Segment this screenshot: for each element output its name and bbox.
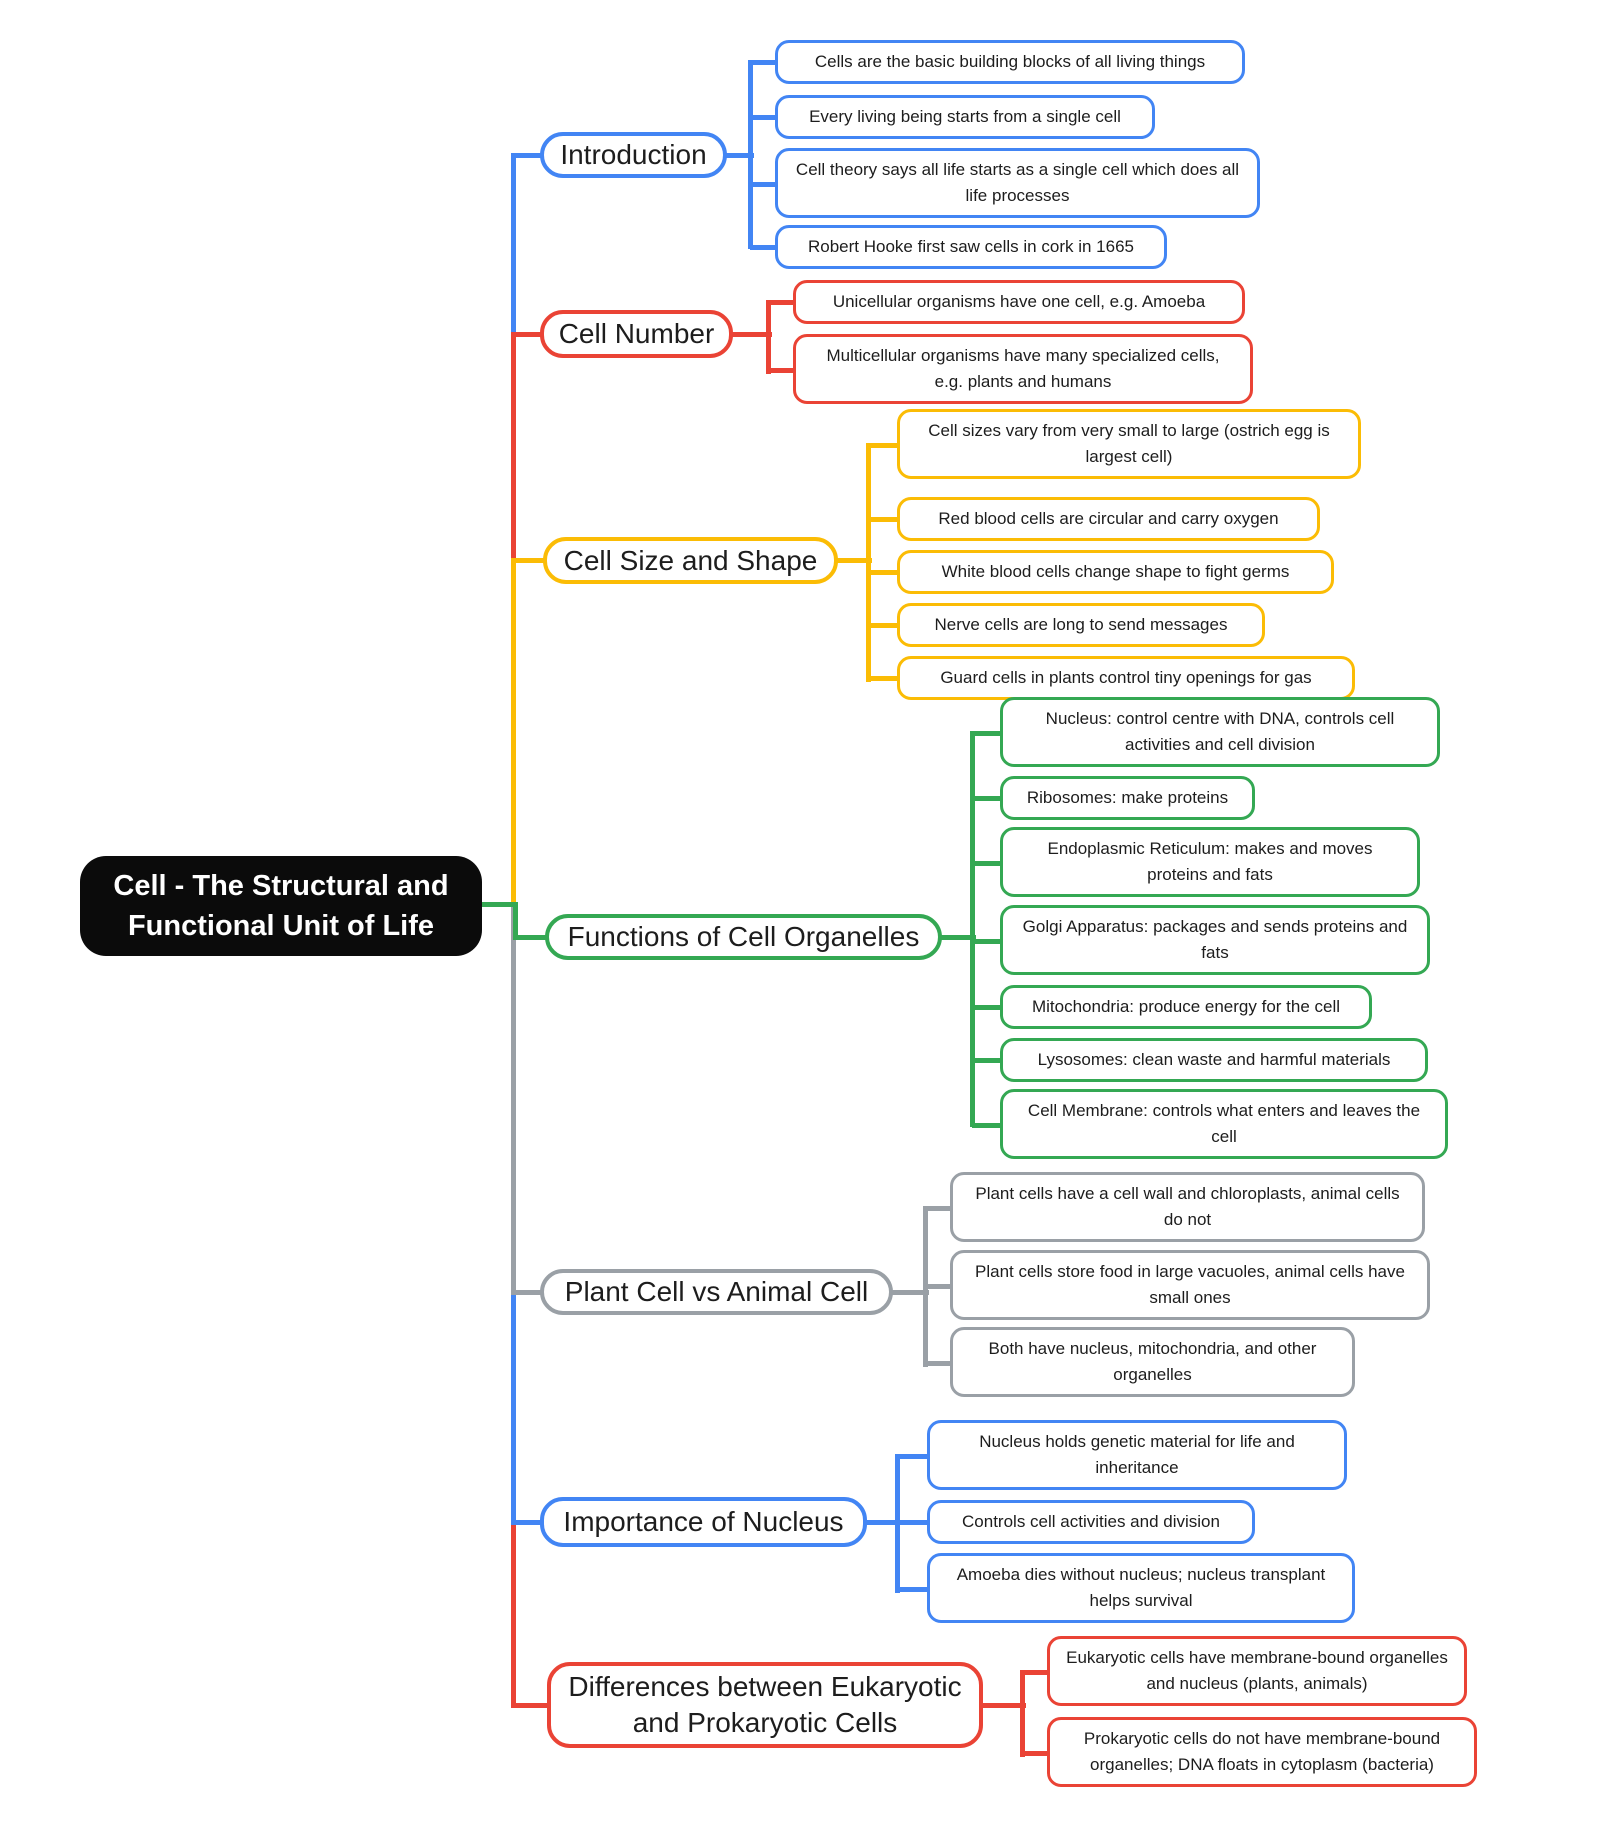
topic-cell-number[interactable]: Cell Number <box>540 310 733 358</box>
child-node[interactable]: White blood cells change shape to fight … <box>897 550 1334 594</box>
child-node[interactable]: Multicellular organisms have many specia… <box>793 334 1253 404</box>
child-stub <box>972 939 1025 944</box>
children-connector <box>766 300 771 374</box>
child-node[interactable]: Robert Hooke first saw cells in cork in … <box>775 225 1167 269</box>
child-stub <box>868 570 922 575</box>
child-node[interactable]: Cells are the basic building blocks of a… <box>775 40 1245 84</box>
child-node[interactable]: Endoplasmic Reticulum: makes and moves p… <box>1000 827 1420 897</box>
child-stub <box>868 517 922 522</box>
child-stub <box>897 1587 952 1592</box>
spine-segment <box>511 904 516 1294</box>
root-node[interactable]: Cell - The Structural and Functional Uni… <box>80 856 482 956</box>
child-node[interactable]: Cell Membrane: controls what enters and … <box>1000 1089 1448 1159</box>
child-stub <box>972 1005 1025 1010</box>
child-node[interactable]: Unicellular organisms have one cell, e.g… <box>793 280 1245 324</box>
child-node[interactable]: Lysosomes: clean waste and harmful mater… <box>1000 1038 1428 1082</box>
root-link <box>478 902 518 907</box>
child-node[interactable]: Nucleus: control centre with DNA, contro… <box>1000 697 1440 767</box>
spine-segment <box>511 153 516 336</box>
child-node[interactable]: Guard cells in plants control tiny openi… <box>897 656 1355 700</box>
child-stub <box>972 731 1025 736</box>
child-stub <box>897 1454 952 1459</box>
child-stub <box>868 443 922 448</box>
child-node[interactable]: Plant cells store food in large vacuoles… <box>950 1250 1430 1320</box>
child-stub <box>972 1123 1025 1128</box>
children-connector <box>1020 1670 1025 1757</box>
child-stub <box>972 861 1025 866</box>
topic-cell-size-and-shape[interactable]: Cell Size and Shape <box>543 537 838 584</box>
child-stub <box>868 623 922 628</box>
spine-segment <box>511 1290 516 1524</box>
children-connector <box>970 731 975 1127</box>
child-node[interactable]: Nerve cells are long to send messages <box>897 603 1265 647</box>
child-node[interactable]: Ribosomes: make proteins <box>1000 776 1255 820</box>
root-link-elbow <box>513 902 518 939</box>
spine-segment <box>511 1520 516 1707</box>
child-node[interactable]: Nucleus holds genetic material for life … <box>927 1420 1347 1490</box>
child-node[interactable]: Red blood cells are circular and carry o… <box>897 497 1320 541</box>
spine-segment <box>511 332 516 562</box>
child-node[interactable]: Amoeba dies without nucleus; nucleus tra… <box>927 1553 1355 1623</box>
topic-plant-vs-animal-cell[interactable]: Plant Cell vs Animal Cell <box>540 1269 893 1315</box>
child-node[interactable]: Mitochondria: produce energy for the cel… <box>1000 985 1372 1029</box>
child-node[interactable]: Controls cell activities and division <box>927 1500 1255 1544</box>
child-stub <box>868 676 922 681</box>
topic-differences-eukaryotic-prokaryotic[interactable]: Differences between Eukaryotic and Proka… <box>547 1662 983 1748</box>
child-stub <box>897 1520 952 1525</box>
child-stub <box>972 796 1025 801</box>
child-node[interactable]: Cell theory says all life starts as a si… <box>775 148 1260 218</box>
child-stub <box>972 1058 1025 1063</box>
child-node[interactable]: Golgi Apparatus: packages and sends prot… <box>1000 905 1430 975</box>
child-node[interactable]: Prokaryotic cells do not have membrane-b… <box>1047 1717 1477 1787</box>
topic-functions-of-cell-organelles[interactable]: Functions of Cell Organelles <box>545 914 942 960</box>
child-node[interactable]: Plant cells have a cell wall and chlorop… <box>950 1172 1425 1242</box>
spine-segment <box>511 558 516 908</box>
children-connector <box>748 60 753 249</box>
child-node[interactable]: Both have nucleus, mitochondria, and oth… <box>950 1327 1355 1397</box>
child-node[interactable]: Every living being starts from a single … <box>775 95 1155 139</box>
child-node[interactable]: Eukaryotic cells have membrane-bound org… <box>1047 1636 1467 1706</box>
children-connector <box>866 443 871 682</box>
topic-importance-of-nucleus[interactable]: Importance of Nucleus <box>540 1497 867 1547</box>
topic-introduction[interactable]: Introduction <box>540 132 727 178</box>
child-node[interactable]: Cell sizes vary from very small to large… <box>897 409 1361 479</box>
